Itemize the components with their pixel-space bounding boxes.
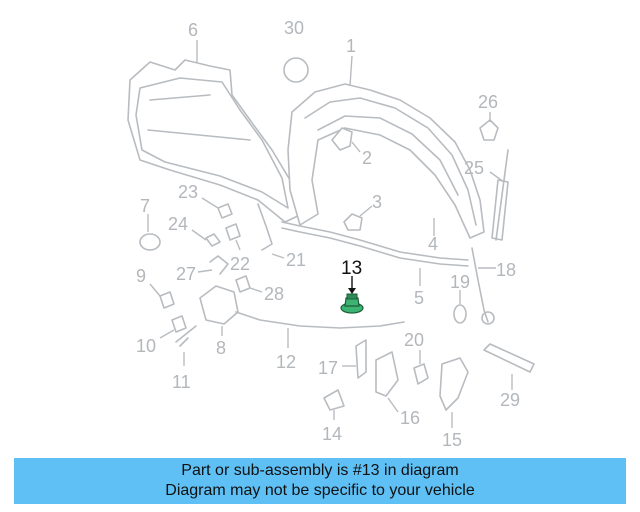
callout-17: 17 (318, 358, 338, 378)
callout-26: 26 (478, 92, 498, 112)
callout-14: 14 (322, 424, 342, 444)
callout-9: 9 (136, 266, 146, 286)
callout-20: 20 (404, 330, 424, 350)
part-12-cable (235, 311, 405, 329)
part-23-bolt (217, 203, 233, 219)
part-9-bolt (159, 291, 175, 309)
callout-2: 2 (362, 148, 372, 168)
part-5-seal (281, 221, 469, 261)
parts-diagram: 6 30 1 2 3 4 5 26 25 18 19 21 23 (127, 18, 535, 450)
callout-8: 8 (216, 338, 226, 358)
part-18-rod (471, 247, 489, 323)
part-19-grommet (453, 304, 467, 324)
callout-5: 5 (414, 288, 424, 308)
part-25-strut (495, 149, 509, 241)
part-17-bracket (355, 339, 367, 379)
callout-6: 6 (188, 20, 198, 40)
callout-25: 25 (464, 158, 484, 178)
banner-line-1: Part or sub-assembly is #13 in diagram (181, 462, 459, 479)
part-3-bracket (343, 213, 363, 231)
callout-3: 3 (372, 192, 382, 212)
part-15-hinge (439, 357, 469, 411)
callout-21: 21 (286, 250, 306, 270)
part-1-hood (287, 83, 485, 239)
callout-16: 16 (400, 408, 420, 428)
banner-line-2: Diagram may not be specific to your vehi… (165, 482, 475, 499)
part-29-molding (483, 343, 535, 373)
callout-1: 1 (346, 36, 356, 56)
part-21-rod (257, 203, 273, 251)
part-8-latch (199, 285, 239, 325)
part-7-bumper (139, 233, 161, 251)
part-16-latch-striker (375, 351, 399, 397)
callout-12: 12 (276, 352, 296, 372)
callout-23: 23 (178, 182, 198, 202)
callout-24: 24 (168, 214, 188, 234)
part-20-fastener (413, 363, 429, 385)
callout-19: 19 (450, 272, 470, 292)
callout-15: 15 (442, 430, 462, 450)
part-26-pin (479, 119, 499, 141)
callout-28: 28 (264, 284, 284, 304)
callout-11: 11 (172, 372, 191, 392)
part-14-clip (323, 389, 345, 411)
part-28-cable-end (235, 275, 251, 293)
callout-10: 10 (136, 336, 156, 356)
part-22-nut (225, 223, 241, 241)
callout-30: 30 (284, 18, 304, 38)
callout-27: 27 (176, 264, 196, 284)
callout-13: 13 (341, 258, 362, 279)
part-11-release-handle (175, 325, 197, 347)
part-30-plug (283, 57, 309, 83)
part-27-spring (209, 255, 229, 275)
part-6-insulator (127, 59, 301, 223)
callout-4: 4 (428, 234, 438, 254)
part-10-screw (171, 315, 187, 333)
part-2-bumper (331, 127, 353, 151)
info-banner: Part or sub-assembly is #13 in diagram D… (14, 458, 626, 504)
part-24-clip (205, 233, 221, 247)
callout-29: 29 (500, 390, 520, 410)
part-13-highlighted (340, 293, 364, 314)
callout-18: 18 (496, 260, 516, 280)
callout-7: 7 (140, 196, 150, 216)
callout-22: 22 (230, 254, 250, 274)
